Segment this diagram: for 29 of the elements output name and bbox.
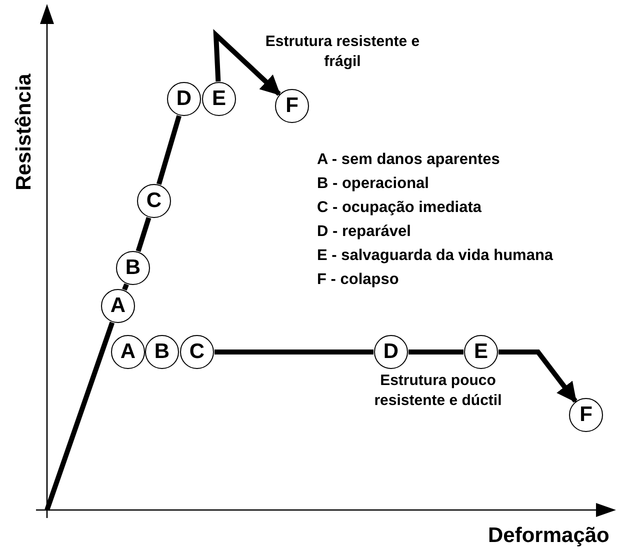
stage-circle: E bbox=[464, 335, 498, 369]
legend-text: C - ocupação imediata bbox=[317, 198, 482, 218]
stage-circle: B bbox=[116, 251, 150, 285]
stage-circle: E bbox=[202, 82, 236, 116]
legend-text: A - sem danos aparentes bbox=[317, 150, 500, 170]
curve-label: Estrutura resistente e frágil bbox=[264, 32, 421, 71]
legend-text: E - salvaguarda da vida humana bbox=[317, 246, 554, 266]
arrow bbox=[498, 350, 578, 403]
legend-text: B - operacional bbox=[317, 174, 429, 194]
axis-title: Deformação bbox=[488, 523, 610, 549]
arrow bbox=[213, 28, 281, 96]
stage-circle: D bbox=[167, 82, 201, 116]
stage-circle: D bbox=[374, 335, 408, 369]
stage-circle: B bbox=[145, 335, 179, 369]
curve-segment bbox=[44, 322, 115, 511]
stage-circle: C bbox=[137, 184, 171, 218]
stage-circle: C bbox=[180, 335, 214, 369]
curve-segment bbox=[214, 350, 374, 354]
curve-segment bbox=[122, 283, 129, 291]
axis-title: Resistência bbox=[11, 74, 36, 190]
curve-segment bbox=[156, 115, 182, 185]
legend-text: F - colapso bbox=[317, 270, 399, 290]
stage-circle: F bbox=[569, 398, 603, 432]
stage-circle: A bbox=[111, 335, 145, 369]
stage-circle: F bbox=[275, 89, 309, 123]
legend-text: D - reparável bbox=[317, 222, 411, 242]
stage-circle: A bbox=[101, 289, 135, 323]
curve-label: Estrutura pouco resistente e dúctil bbox=[373, 371, 503, 410]
curve-segment bbox=[136, 216, 152, 252]
